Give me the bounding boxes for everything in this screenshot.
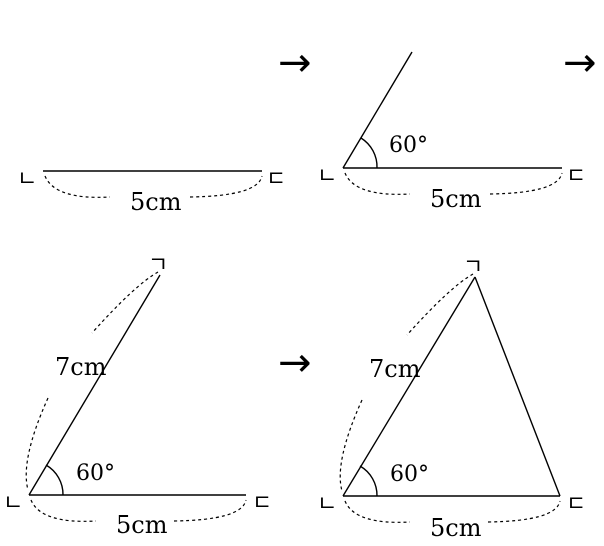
arrow-3: → [278,340,312,386]
step3-side-line [28,274,161,496]
step1-point-c: ㄷ [266,167,286,192]
step4-side-dim-upper [406,273,474,336]
step4-point-a: ㄱ [463,255,483,280]
step2-base-label: 5cm [430,185,482,213]
step-3: 60° 7cm 5cm ㄴ ㄷ ㄱ [3,253,272,539]
step3-angle-arc [45,464,64,496]
step1-point-b: ㄴ [17,167,37,192]
arrow-1: → [278,40,312,86]
step4-base-label: 5cm [430,514,482,542]
step3-angle-label: 60° [76,461,115,486]
step-4: 60° 7cm 5cm ㄴ ㄷ ㄱ [317,255,586,542]
step2-angle-arc [360,137,378,169]
step2-angle-label: 60° [389,133,428,158]
step2-angle-ray [342,51,413,169]
step3-point-b: ㄴ [3,491,23,516]
step1-base-dim-right [189,175,263,198]
step4-side-dim-lower [339,399,363,492]
step3-side-dim-lower [25,397,49,491]
step4-base-dim-right [487,500,561,523]
step2-base-dim-left [344,172,411,195]
arrow-2: → [563,40,597,86]
step4-base-dim-left [344,500,411,523]
step4-angle-arc [359,465,378,497]
step4-angle-label: 60° [390,462,429,487]
step2-base-dim-right [489,172,563,195]
step3-base-label: 5cm [116,511,168,539]
step2-point-c: ㄷ [566,164,586,189]
step4-third-side [474,276,561,497]
step-2: 60° 5cm ㄴ ㄷ [317,51,586,213]
step3-point-c: ㄷ [252,491,272,516]
step1-base-label: 5cm [130,188,182,216]
step3-side-label: 7cm [55,353,107,381]
step3-side-dim-upper [91,271,159,334]
step1-base-dim-left [44,175,111,198]
step4-side-label: 7cm [369,355,421,383]
step4-point-b: ㄴ [317,492,337,517]
step3-point-a: ㄱ [148,253,168,278]
step3-base-dim-left [30,499,97,522]
step3-base-dim-right [173,499,247,522]
step4-point-c: ㄷ [566,492,586,517]
step-1: 5cm ㄴ ㄷ [17,167,286,216]
step4-side-line [342,276,476,497]
step2-point-b: ㄴ [317,164,337,189]
